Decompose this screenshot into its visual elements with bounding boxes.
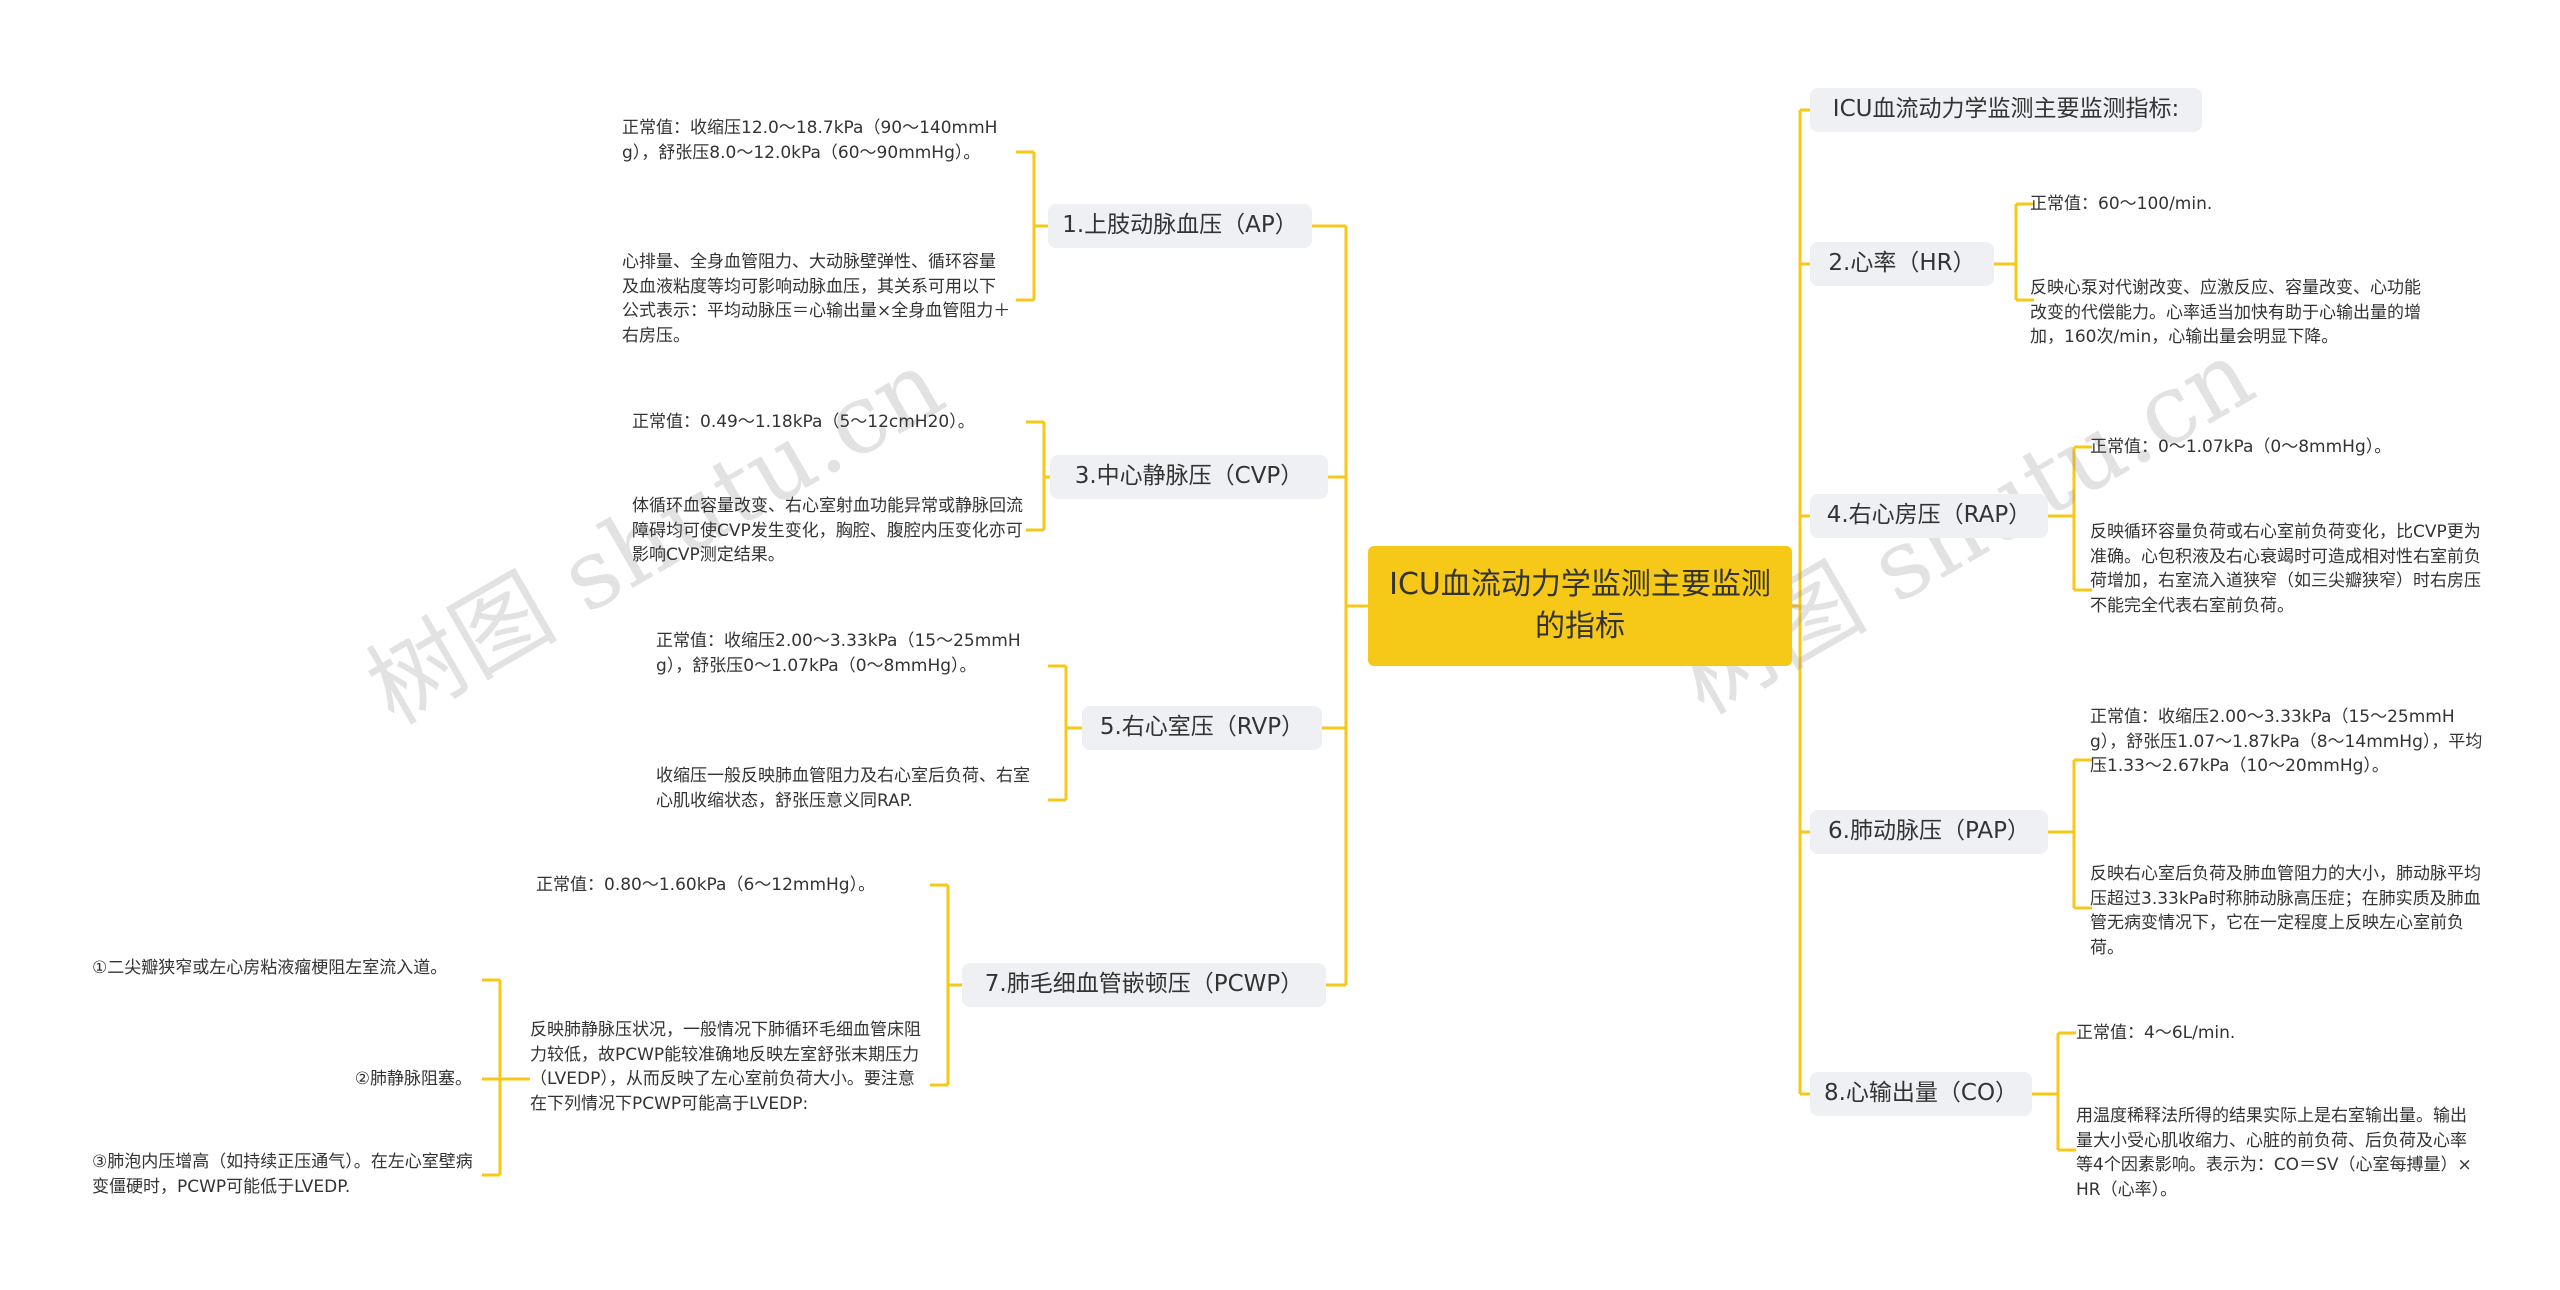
leaf-pcwp-sub-1: ①二尖瓣狭窄或左心房粘液瘤梗阻左室流入道。: [92, 958, 448, 978]
leaf-ap-desc: 心排量、全身血管阻力、大动脉壁弹性、循环容量及血液粘度等均可影响动脉血压，其关系…: [622, 252, 1011, 346]
leaf-rap-normal: 正常值：0～1.07kPa（0～8mmHg）。: [2090, 437, 2392, 457]
leaf-ap-normal: 正常值：收缩压12.0～18.7kPa（90～140mmHg），舒张压8.0～1…: [622, 118, 998, 163]
topic-ap[interactable]: 1.上肢动脉血压（AP）: [1048, 204, 1312, 248]
brace-rvp: [1048, 664, 1082, 802]
topic-hr[interactable]: 2.心率（HR）: [1810, 242, 1994, 286]
leaf-co-normal: 正常值：4～6L/min.: [2076, 1023, 2236, 1043]
leaf-hr-normal: 正常值：60～100/min.: [2030, 194, 2213, 214]
leaf-rvp-normal: 正常值：收缩压2.00～3.33kPa（15～25mmHg），舒张压0～1.07…: [656, 631, 1021, 676]
topic-rvp[interactable]: 5.右心室压（RVP）: [1082, 706, 1322, 750]
center-left-trunk: [1312, 224, 1368, 987]
leaf-pap-desc: 反映右心室后负荷及肺血管阻力的大小，肺动脉平均压超过3.33kPa时称肺动脉高压…: [2090, 864, 2481, 958]
leaf-rap-desc: 反映循环容量负荷或右心室前负荷变化，比CVP更为准确。心包积液及右心衰竭时可造成…: [2090, 522, 2481, 616]
topic-pcwp[interactable]: 7.肺毛细血管嵌顿压（PCWP）: [962, 963, 1326, 1007]
topic-pap[interactable]: 6.肺动脉压（PAP）: [1810, 810, 2048, 854]
topic-cvp[interactable]: 3.中心静脉压（CVP）: [1050, 455, 1328, 499]
brace-pcwp: [930, 883, 962, 1087]
brace-pap: [2048, 758, 2092, 910]
leaf-cvp-normal: 正常值：0.49～1.18kPa（5～12cmH20）。: [632, 412, 975, 432]
leaf-pcwp-desc: 反映肺静脉压状况，一般情况下肺循环毛细血管床阻力较低，故PCWP能较准确地反映左…: [530, 1020, 921, 1114]
topic-rap[interactable]: 4.右心房压（RAP）: [1810, 494, 2048, 538]
leaf-pcwp-normal: 正常值：0.80～1.60kPa（6～12mmHg）。: [536, 875, 876, 895]
leaf-pcwp-sub-2: ②肺静脉阻塞。: [354, 1069, 472, 1089]
brace-ap: [1016, 150, 1048, 302]
leaf-pcwp-sub-3: ③肺泡内压增高（如持续正压通气）。在左心室壁病变僵硬时，PCWP可能低于LVED…: [92, 1152, 473, 1197]
topic-co[interactable]: 8.心输出量（CO）: [1810, 1072, 2032, 1116]
leaf-cvp-desc: 体循环血容量改变、右心室射血功能异常或静脉回流障碍均可使CVP发生变化，胸腔、腹…: [632, 496, 1023, 565]
leaf-pap-normal: 正常值：收缩压2.00～3.33kPa（15～25mmHg），舒张压1.07～1…: [2090, 707, 2483, 776]
leaf-hr-desc: 反映心泵对代谢改变、应激反应、容量改变、心功能改变的代偿能力。心率适当加快有助于…: [2030, 278, 2421, 347]
leaf-rvp-desc: 收缩压一般反映肺血管阻力及右心室后负荷、右室心肌收缩状态，舒张压意义同RAP.: [656, 766, 1030, 811]
brace-pcwp-sub: [482, 978, 530, 1177]
leaf-co-desc: 用温度稀释法所得的结果实际上是右室输出量。输出量大小受心肌收缩力、心脏的前负荷、…: [2076, 1106, 2472, 1200]
topic-summary[interactable]: ICU血流动力学监测主要监测指标:: [1810, 88, 2202, 132]
central-topic[interactable]: ICU血流动力学监测主要监测的指标: [1368, 546, 1792, 666]
brace-co: [2032, 1031, 2076, 1152]
brace-hr: [1994, 202, 2034, 302]
